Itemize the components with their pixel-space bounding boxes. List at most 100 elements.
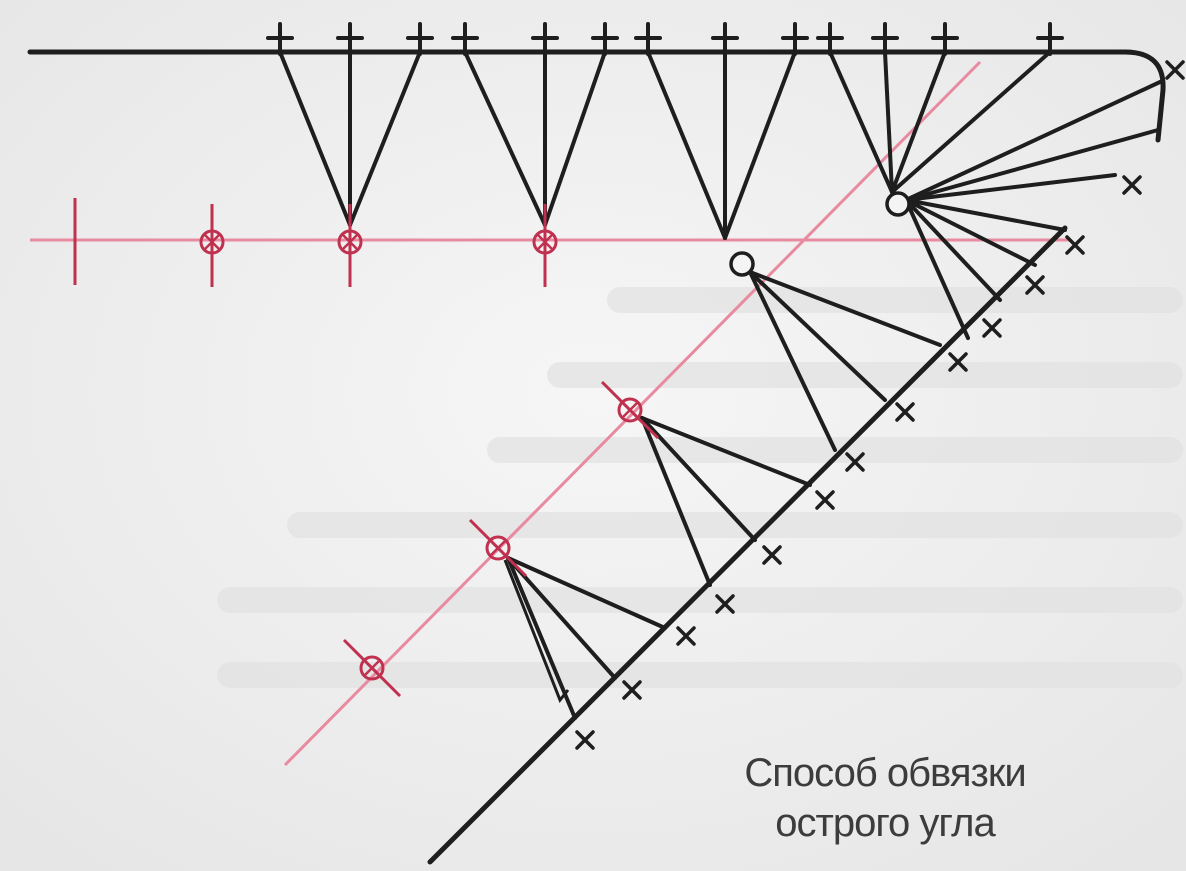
stitch-stroke [640,416,712,587]
circled-x-symbol [337,204,363,287]
x-symbol [982,318,1002,338]
stitch-stroke [883,50,894,194]
circle-ring [485,535,511,561]
x-stroke [815,490,835,510]
plus-symbol [336,22,364,56]
stitch-v-group [646,50,797,240]
x-symbol [762,545,782,565]
x-stroke [895,402,915,422]
circled-x-symbol [342,638,402,698]
circle-ring [359,655,385,681]
circled-x-symbol [468,518,528,578]
stitch-stroke [640,416,757,542]
x-stroke [537,234,553,250]
stitch-stroke [904,198,970,340]
top-edge-line [27,49,1166,143]
stitch-stroke [278,50,352,227]
plus-symbol [711,22,739,56]
x-symbol [815,490,835,510]
plus-symbol [1036,22,1064,56]
plus-symbol [531,22,559,56]
x-symbol [1165,60,1185,80]
x-stroke [490,540,506,556]
circle-ring [337,229,363,255]
stitch-fan [748,270,942,452]
plus-symbol [816,22,844,56]
x-symbol [575,730,595,750]
x-symbol [845,452,865,472]
x-stroke [1065,235,1085,255]
circled-x-symbol [600,380,660,440]
plus-symbol [871,22,899,56]
stitch-fan [828,50,1162,340]
stitch-fan [640,416,812,587]
open-circle-symbol [885,191,911,217]
x-stroke [622,402,638,418]
x-symbol [715,594,735,614]
stitch-stroke [723,50,797,240]
diagonal-edge-line [427,225,1068,865]
stitch-stroke [748,270,887,402]
x-stroke [762,545,782,565]
plus-symbol [591,22,619,56]
diagram-caption: Способ обвязки острого угла [650,748,1120,848]
edge-lines [27,49,1166,865]
plus-symbol [634,22,662,56]
stitch-strokes [278,50,1162,720]
x-stroke [622,680,642,700]
circle-ring [199,229,225,255]
circle-ring [617,397,643,423]
stitch-stroke [506,556,577,720]
x-stroke [1122,175,1142,195]
x-symbol [1025,275,1045,295]
x-stroke [1025,275,1045,295]
stitch-stroke [463,50,547,227]
stitch-symbols [73,22,1185,750]
stitch-stroke [904,173,1117,202]
stitch-stroke [890,50,947,194]
stitch-stroke [348,50,422,227]
stitch-stroke [506,556,667,630]
stitch-fan [503,556,667,720]
x-symbol [895,402,915,422]
x-stroke [715,594,735,614]
stitch-stroke [904,80,1162,202]
plus-symbol [266,22,294,56]
stitch-v-group [463,50,607,227]
x-symbol [622,680,642,700]
caption-line-2: острого угла [775,801,995,845]
x-symbol [676,626,696,646]
open-circle-symbol [729,251,755,277]
stitch-stroke [748,270,837,452]
circle-ring [532,229,558,255]
x-stroke [575,730,595,750]
circled-x-symbol [532,204,558,287]
stitch-stroke [640,416,812,487]
stitch-stroke [904,128,1160,202]
x-stroke [1165,60,1185,80]
x-symbol [1122,175,1142,195]
x-stroke [982,318,1002,338]
stitch-stroke [904,198,1037,267]
plus-symbol [781,22,809,56]
stitch-stroke [506,556,617,680]
stitch-stroke [543,50,607,227]
x-stroke [676,626,696,646]
x-stroke [948,352,968,372]
stitch-stroke [904,198,1067,232]
stitch-stroke [828,50,894,194]
x-symbol [948,352,968,372]
arrow-stroke [503,559,570,703]
x-symbol [1065,235,1085,255]
x-stroke [342,234,358,250]
stitch-stroke [890,50,1052,194]
stitch-stroke [748,270,942,347]
stitch-stroke [646,50,727,240]
stitch-v-group [278,50,422,227]
x-stroke [364,660,380,676]
plus-symbol [406,22,434,56]
plus-symbol [931,22,959,56]
